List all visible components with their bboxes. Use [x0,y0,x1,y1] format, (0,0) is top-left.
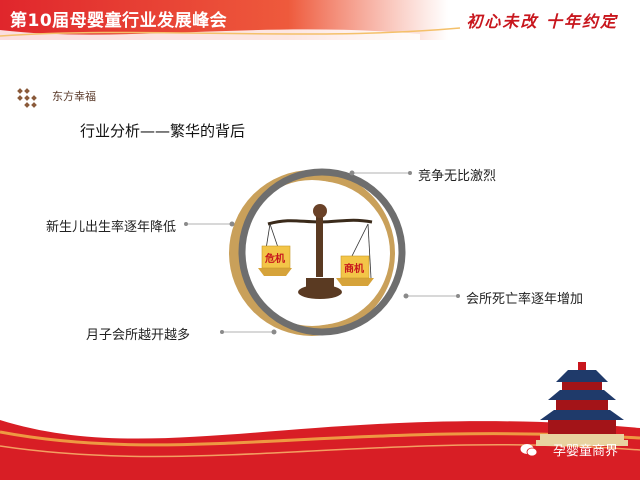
logo-name: 东方幸福 [52,90,96,103]
connector-lines [186,172,458,333]
company-logo: 东方幸福 [14,86,104,116]
crisis-label: 危机 [265,254,285,265]
opportunity-label: 商机 [344,264,364,275]
temple-of-heaven-icon [536,362,628,446]
wechat-icon [520,444,538,457]
logo-mark-icon [17,88,37,108]
slide-title: 行业分析——繁华的背后 [80,122,246,140]
factor-closure-rate: 会所死亡率逐年增加 [466,292,584,307]
scale-icon [258,204,374,299]
factor-competition: 竞争无比激烈 [418,169,497,184]
slogan-text: 初心未改 十年约定 [466,12,618,31]
banner-background [0,0,640,40]
bottom-decoration [0,420,640,480]
event-title: 第10届母婴童行业发展峰会 [10,11,228,31]
factor-birthrate: 新生儿出生率逐年降低 [46,220,177,235]
grey-ring [238,168,406,336]
header-banner: 第10届母婴童行业发展峰会 初心未改 十年约定 [0,0,640,40]
watermark-account: 孕婴童商界 [552,444,618,459]
factor-more-centers: 月子会所越开越多 [86,328,191,343]
connector-dots [184,170,460,335]
